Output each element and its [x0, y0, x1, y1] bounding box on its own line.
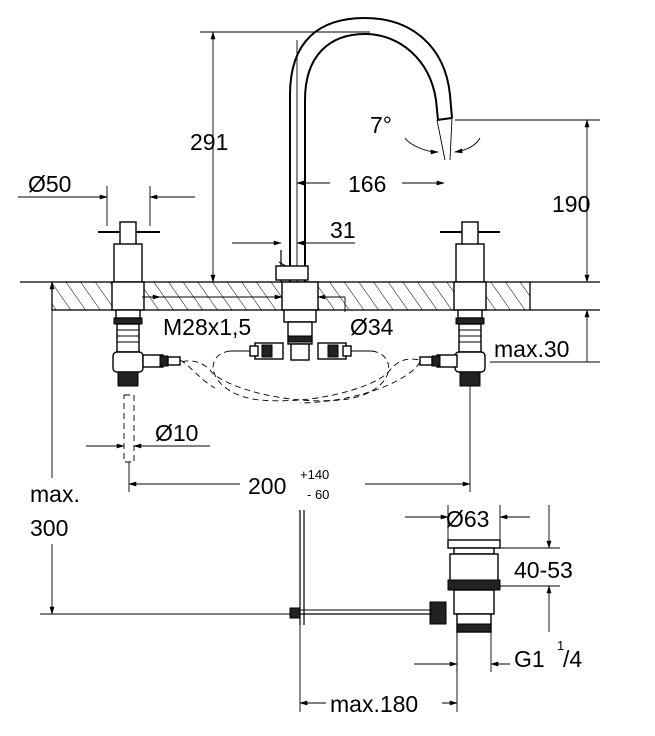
- dim-label-190: 190: [552, 191, 590, 217]
- hoses: [179, 350, 421, 404]
- dim-label-max: max.: [30, 481, 80, 507]
- dim-label-300: 300: [30, 515, 68, 541]
- dim-d10: Ø10: [86, 420, 210, 449]
- dim-label-200: 200: [248, 473, 286, 499]
- dim-label-d34: Ø34: [350, 314, 394, 340]
- dim-200: 200 +140 - 60: [128, 386, 471, 502]
- dim-label-166: 166: [348, 171, 386, 197]
- dim-label-max30: max.30: [494, 336, 569, 362]
- spout-body-under-deck: [281, 281, 319, 361]
- dim-label-g1-num: 1: [557, 638, 564, 653]
- dim-291: 291: [190, 31, 370, 283]
- dim-label-31: 31: [330, 217, 356, 243]
- manifold: [230, 342, 372, 360]
- dim-max180: max.180: [299, 625, 458, 717]
- dim-label-minus: - 60: [307, 487, 329, 502]
- dim-max30: max.30: [490, 309, 600, 363]
- dim-label-7deg: 7°: [370, 112, 392, 138]
- dim-31: 31: [232, 217, 356, 246]
- dim-label-40-53: 40-53: [514, 557, 573, 583]
- dim-166: 166: [296, 170, 445, 197]
- dim-40-53: 40-53: [500, 505, 573, 632]
- dim-thread: M28x1,5 Ø34: [142, 294, 394, 340]
- dim-190: 190: [455, 119, 600, 283]
- dim-7deg: 7°: [370, 112, 481, 161]
- dim-label-d50: Ø50: [28, 171, 71, 197]
- dim-label-thread: M28x1,5: [163, 314, 251, 340]
- dim-label-max180: max.180: [330, 691, 418, 717]
- dim-g114: G1 1 /4: [414, 632, 582, 672]
- dim-d50: Ø50: [18, 171, 195, 226]
- dim-label-plus: +140: [300, 467, 329, 482]
- dim-d63: Ø63: [405, 505, 530, 540]
- waste-assembly: [289, 510, 501, 633]
- dim-label-291: 291: [190, 129, 228, 155]
- left-valve: [98, 221, 181, 463]
- dim-max300: max. 300: [18, 281, 290, 615]
- dim-label-d10: Ø10: [155, 420, 198, 446]
- dim-label-g1: G1: [514, 646, 545, 672]
- dim-label-d63: Ø63: [446, 506, 489, 532]
- right-valve: [419, 221, 500, 387]
- dim-label-g1-den: /4: [563, 646, 582, 672]
